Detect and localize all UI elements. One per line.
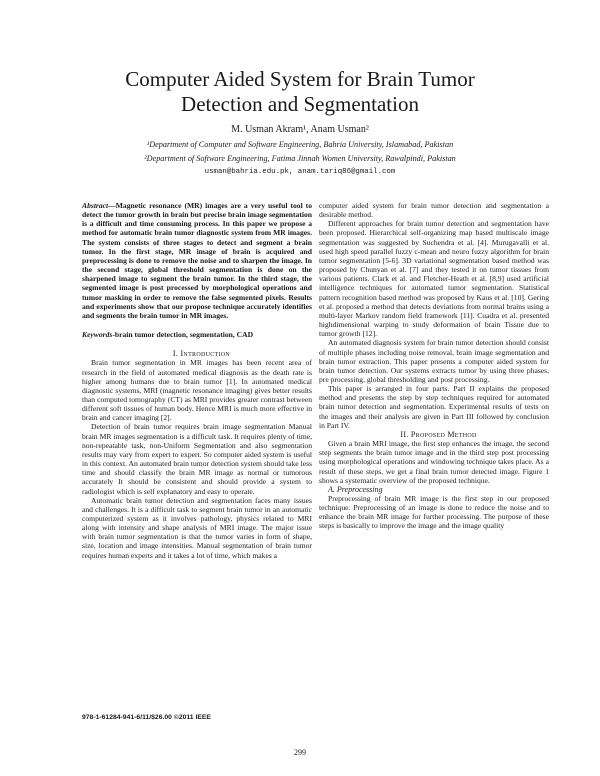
paper-organization-paragraph: This paper is arranged in four parts. Pa… — [319, 384, 549, 430]
related-work-paragraph: Different approaches for brain tumor det… — [319, 219, 549, 339]
right-column: computer aided system for brain tumor de… — [319, 201, 549, 531]
paper-title: Computer Aided System for Brain Tumor De… — [60, 67, 540, 117]
abstract-text: —Magnetic resonance (MR) images are a ve… — [82, 201, 312, 320]
section-heading-proposed-method: II. Proposed Method — [400, 429, 477, 439]
system-overview-paragraph: An automated diagnosis system for brain … — [319, 338, 549, 384]
intro-paragraph-1: Brain tumor segmentation in MR images ha… — [82, 358, 312, 423]
keywords-text: -brain tumor detection, segmentation, CA… — [112, 330, 254, 340]
preprocessing-paragraph-1: Preprocessing of brain MR image is the f… — [319, 494, 549, 531]
title-line-2: Detection and Segmentation — [181, 92, 419, 116]
abstract: Abstract—Magnetic resonance (MR) images … — [82, 201, 312, 320]
section-heading-introduction: I. Introduction — [172, 349, 231, 359]
left-column: Abstract—Magnetic resonance (MR) images … — [82, 201, 312, 560]
intro-paragraph-3: Automatic brain tumor detection and segm… — [82, 495, 312, 560]
intro-paragraph-2: Detection of brain tumor requires brain … — [82, 422, 312, 496]
abstract-label: Abstract — [82, 201, 109, 210]
method-paragraph-1: Given a brain MRI image, the first step … — [319, 439, 549, 485]
affiliation-2: ²Department of Software Engineering, Fat… — [144, 154, 456, 163]
affiliation-1: ¹Department of Computer and Software Eng… — [146, 140, 454, 149]
page-number: 299 — [294, 748, 306, 757]
keywords-label: Keywords — [82, 330, 113, 340]
subsection-heading-preprocessing: A. Preprocessing — [328, 484, 383, 494]
footer-copyright: 978-1-61284-941-6/11/$26.00 ©2011 IEEE — [82, 714, 211, 721]
keywords: Keywords-brain tumor detection, segmenta… — [82, 330, 312, 339]
intro-paragraph-3-continued: computer aided system for brain tumor de… — [319, 201, 549, 220]
author-list: M. Usman Akram¹, Anam Usman² — [231, 124, 369, 135]
author-emails: usman@bahria.edu.pk, anam.tariq86@gmail.… — [204, 168, 396, 176]
title-line-1: Computer Aided System for Brain Tumor — [125, 67, 475, 91]
